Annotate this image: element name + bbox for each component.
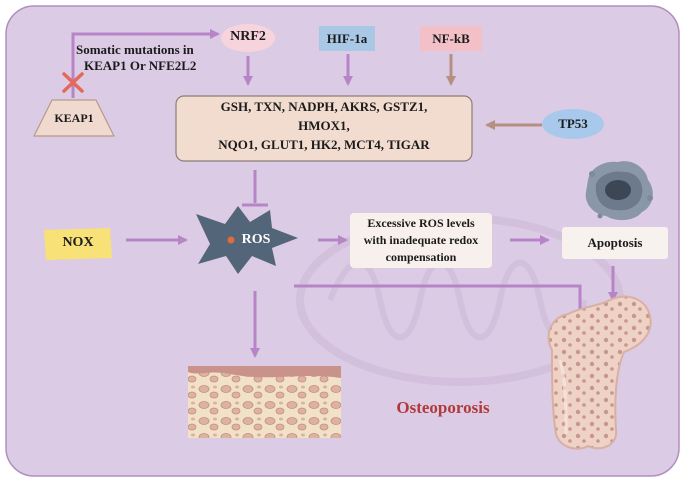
genes-line1: GSH, TXN, NADPH, AKRS, GSTZ1, [220, 99, 428, 114]
gene-box [175, 95, 473, 162]
nrf2-node [221, 24, 275, 52]
tp53-node [542, 109, 604, 139]
genes-line3: NQO1, GLUT1, HK2, MCT4, TIGAR [218, 137, 430, 152]
hif-node [319, 26, 375, 51]
apoptosis-box [562, 227, 668, 259]
genes-line2: HMOX1, [298, 118, 350, 133]
tp53-label: TP53 [558, 116, 588, 131]
ros-dot [227, 236, 235, 244]
excess-box [350, 213, 492, 268]
apoptosis-label: Apoptosis [587, 235, 643, 250]
mutations-text-line1: Somatic mutations in [76, 42, 194, 57]
hif-label: HIF-1a [326, 31, 368, 46]
femur-bone-icon [547, 295, 652, 450]
mutations-text-line2: KEAP1 Or NFE2L2 [84, 58, 197, 73]
keap1-label: KEAP1 [54, 111, 94, 125]
apoptotic-cell-icon [585, 161, 653, 221]
ros-label: ROS [241, 232, 271, 247]
nox-node [44, 228, 112, 260]
nfkb-label: NF-kB [432, 31, 470, 46]
excess-line1: Excessive ROS levels [367, 216, 475, 230]
mutation-arrow [71, 29, 220, 98]
ros-star [196, 206, 298, 274]
nrf2-label: NRF2 [230, 29, 266, 44]
nfkb-node [420, 26, 482, 51]
osteoporosis-label: Osteoporosis [396, 398, 490, 417]
nox-label: NOX [62, 235, 94, 250]
keap1-shape [33, 99, 115, 137]
trabecular-bone-icon [188, 366, 341, 438]
block-cross-icon [62, 72, 84, 93]
excess-line3: compensation [385, 250, 457, 264]
excess-line2: with inadequate redox [363, 233, 479, 247]
